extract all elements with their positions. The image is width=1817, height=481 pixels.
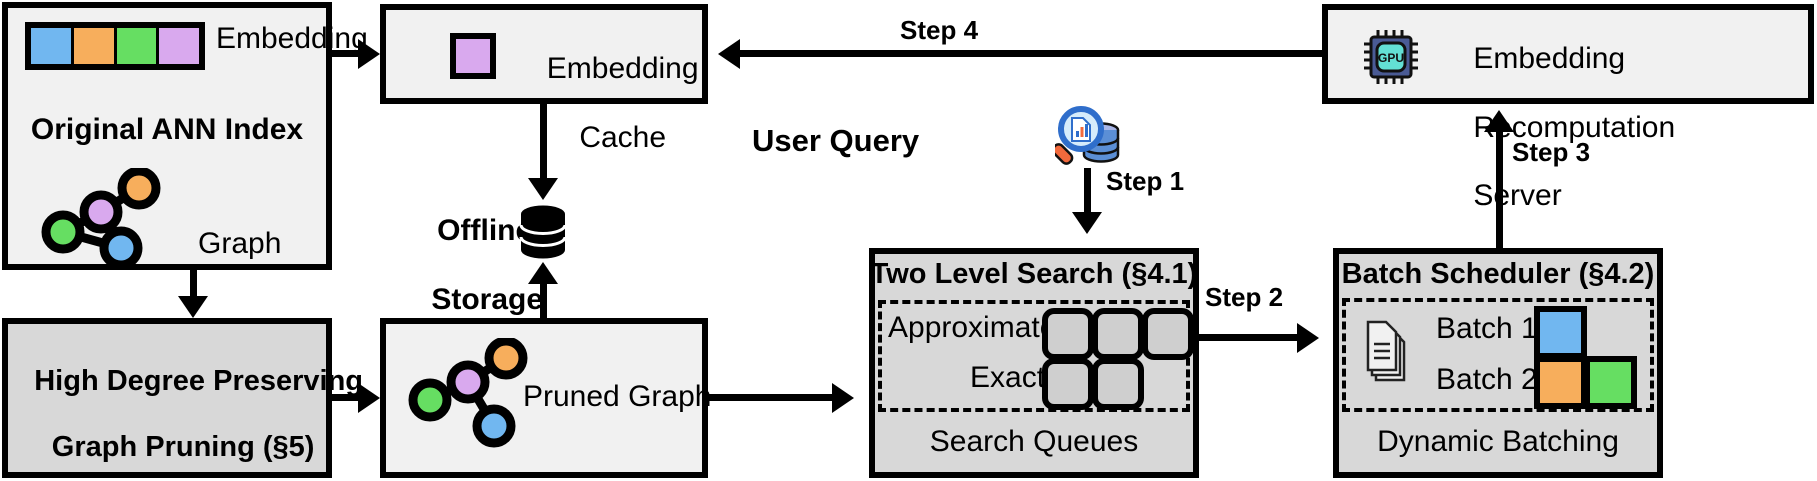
search-database-icon: [1055, 106, 1120, 165]
original-graph-icon: [41, 168, 161, 268]
step4-line: [740, 50, 1322, 57]
arrow-index-to-cache-head: [358, 39, 380, 69]
embedding-cache-box: [380, 4, 708, 104]
embedding-swatch-strip: [25, 22, 205, 70]
embedding-label: Embedding: [216, 22, 368, 55]
recomputation-title-line3: Server: [1473, 178, 1562, 212]
cache-to-storage-arrow-head: [528, 178, 558, 200]
recomputation-title-line1: Embedding: [1473, 42, 1626, 76]
pruned-to-search-arrow-head: [832, 383, 854, 413]
offline-storage-line2: Storage: [431, 282, 544, 316]
documents-icon: [1366, 320, 1406, 382]
graph-pruning-title: High Degree Preserving Graph Pruning (§5…: [2, 332, 363, 481]
arrow-index-to-cache-line: [332, 50, 362, 57]
database-icon: [519, 205, 567, 259]
batch-2-label: Batch 2: [1436, 363, 1538, 396]
graph-pruning-box: [2, 318, 332, 478]
exact-row-label: Exact: [970, 361, 1046, 394]
batch-2-swatch-orange: [1534, 356, 1587, 409]
original-ann-index-title: Original ANN Index: [30, 113, 304, 146]
batch-1-label: Batch 1: [1436, 312, 1538, 345]
graph-pruning-line2: Graph Pruning (§5): [51, 431, 315, 464]
batch-1-swatch-blue: [1534, 306, 1587, 359]
approximate-row-label: Approximate: [888, 311, 1057, 344]
step1-line: [1084, 168, 1091, 220]
queue-cell: [1092, 308, 1144, 360]
svg-text:GPU: GPU: [1378, 51, 1404, 65]
user-query-label: User Query: [752, 123, 920, 158]
embedding-cache-title: Embedding Cache: [508, 18, 704, 189]
step3-line: [1496, 130, 1503, 250]
two-level-search-box: [869, 248, 1199, 478]
pruned-graph-label: Pruned Graph: [523, 380, 712, 413]
offline-storage-label: Offline Storage: [398, 180, 543, 351]
pruned-to-search-line: [708, 394, 836, 401]
step3-arrow-head: [1484, 110, 1514, 132]
step1-label: Step 1: [1106, 166, 1185, 196]
step4-arrow-head: [718, 39, 740, 69]
embedding-cache-title-line1: Embedding: [546, 52, 699, 86]
queue-cell: [1042, 308, 1094, 360]
embedding-swatch-green: [116, 28, 160, 64]
cache-to-storage-line: [540, 104, 547, 182]
exact-queue-cells: [1042, 358, 1144, 410]
pruned-graph-icon: [408, 338, 528, 448]
embedding-swatch-purple: [159, 28, 199, 64]
queue-cell: [1092, 358, 1144, 410]
dynamic-batching-footer: Dynamic Batching: [1377, 425, 1619, 458]
two-level-search-title: Two Level Search (§4.1): [870, 258, 1198, 290]
embedding-recomputation-server-title: Embedding Recomputation Server: [1440, 8, 1675, 247]
dynamic-batching-dashed-region: [1342, 298, 1654, 412]
embedding-cache-swatch: [450, 33, 496, 79]
queue-cell: [1042, 358, 1094, 410]
pruning-to-pruned-arrow-head: [358, 383, 380, 413]
graph-label: Graph: [198, 227, 282, 260]
embedding-cache-title-line2: Cache: [579, 120, 667, 154]
embedding-swatch-blue: [31, 28, 74, 64]
step2-arrow-head: [1297, 323, 1319, 353]
step2-line: [1199, 334, 1301, 341]
pruning-to-pruned-line: [332, 394, 362, 401]
index-to-pruning-line: [190, 270, 197, 300]
pruned-to-storage-arrow-head: [528, 262, 558, 284]
offline-storage-line1: Offline: [437, 214, 533, 248]
pruned-to-storage-line: [540, 282, 547, 318]
step1-arrow-head: [1072, 212, 1102, 234]
embedding-swatch-orange: [73, 28, 117, 64]
index-to-pruning-arrow-head: [178, 296, 208, 318]
step3-label: Step 3: [1512, 137, 1591, 167]
gpu-icon: GPU: [1364, 30, 1418, 84]
step2-label: Step 2: [1205, 282, 1284, 312]
batch-scheduler-title: Batch Scheduler (§4.2): [1341, 258, 1655, 290]
queue-cell: [1142, 308, 1194, 360]
batch-2-swatch-green: [1584, 356, 1637, 409]
search-queues-footer: Search Queues: [929, 425, 1139, 458]
step4-label: Step 4: [900, 15, 979, 45]
graph-pruning-line1: High Degree Preserving: [34, 365, 364, 398]
approximate-queue-cells: [1042, 308, 1194, 360]
